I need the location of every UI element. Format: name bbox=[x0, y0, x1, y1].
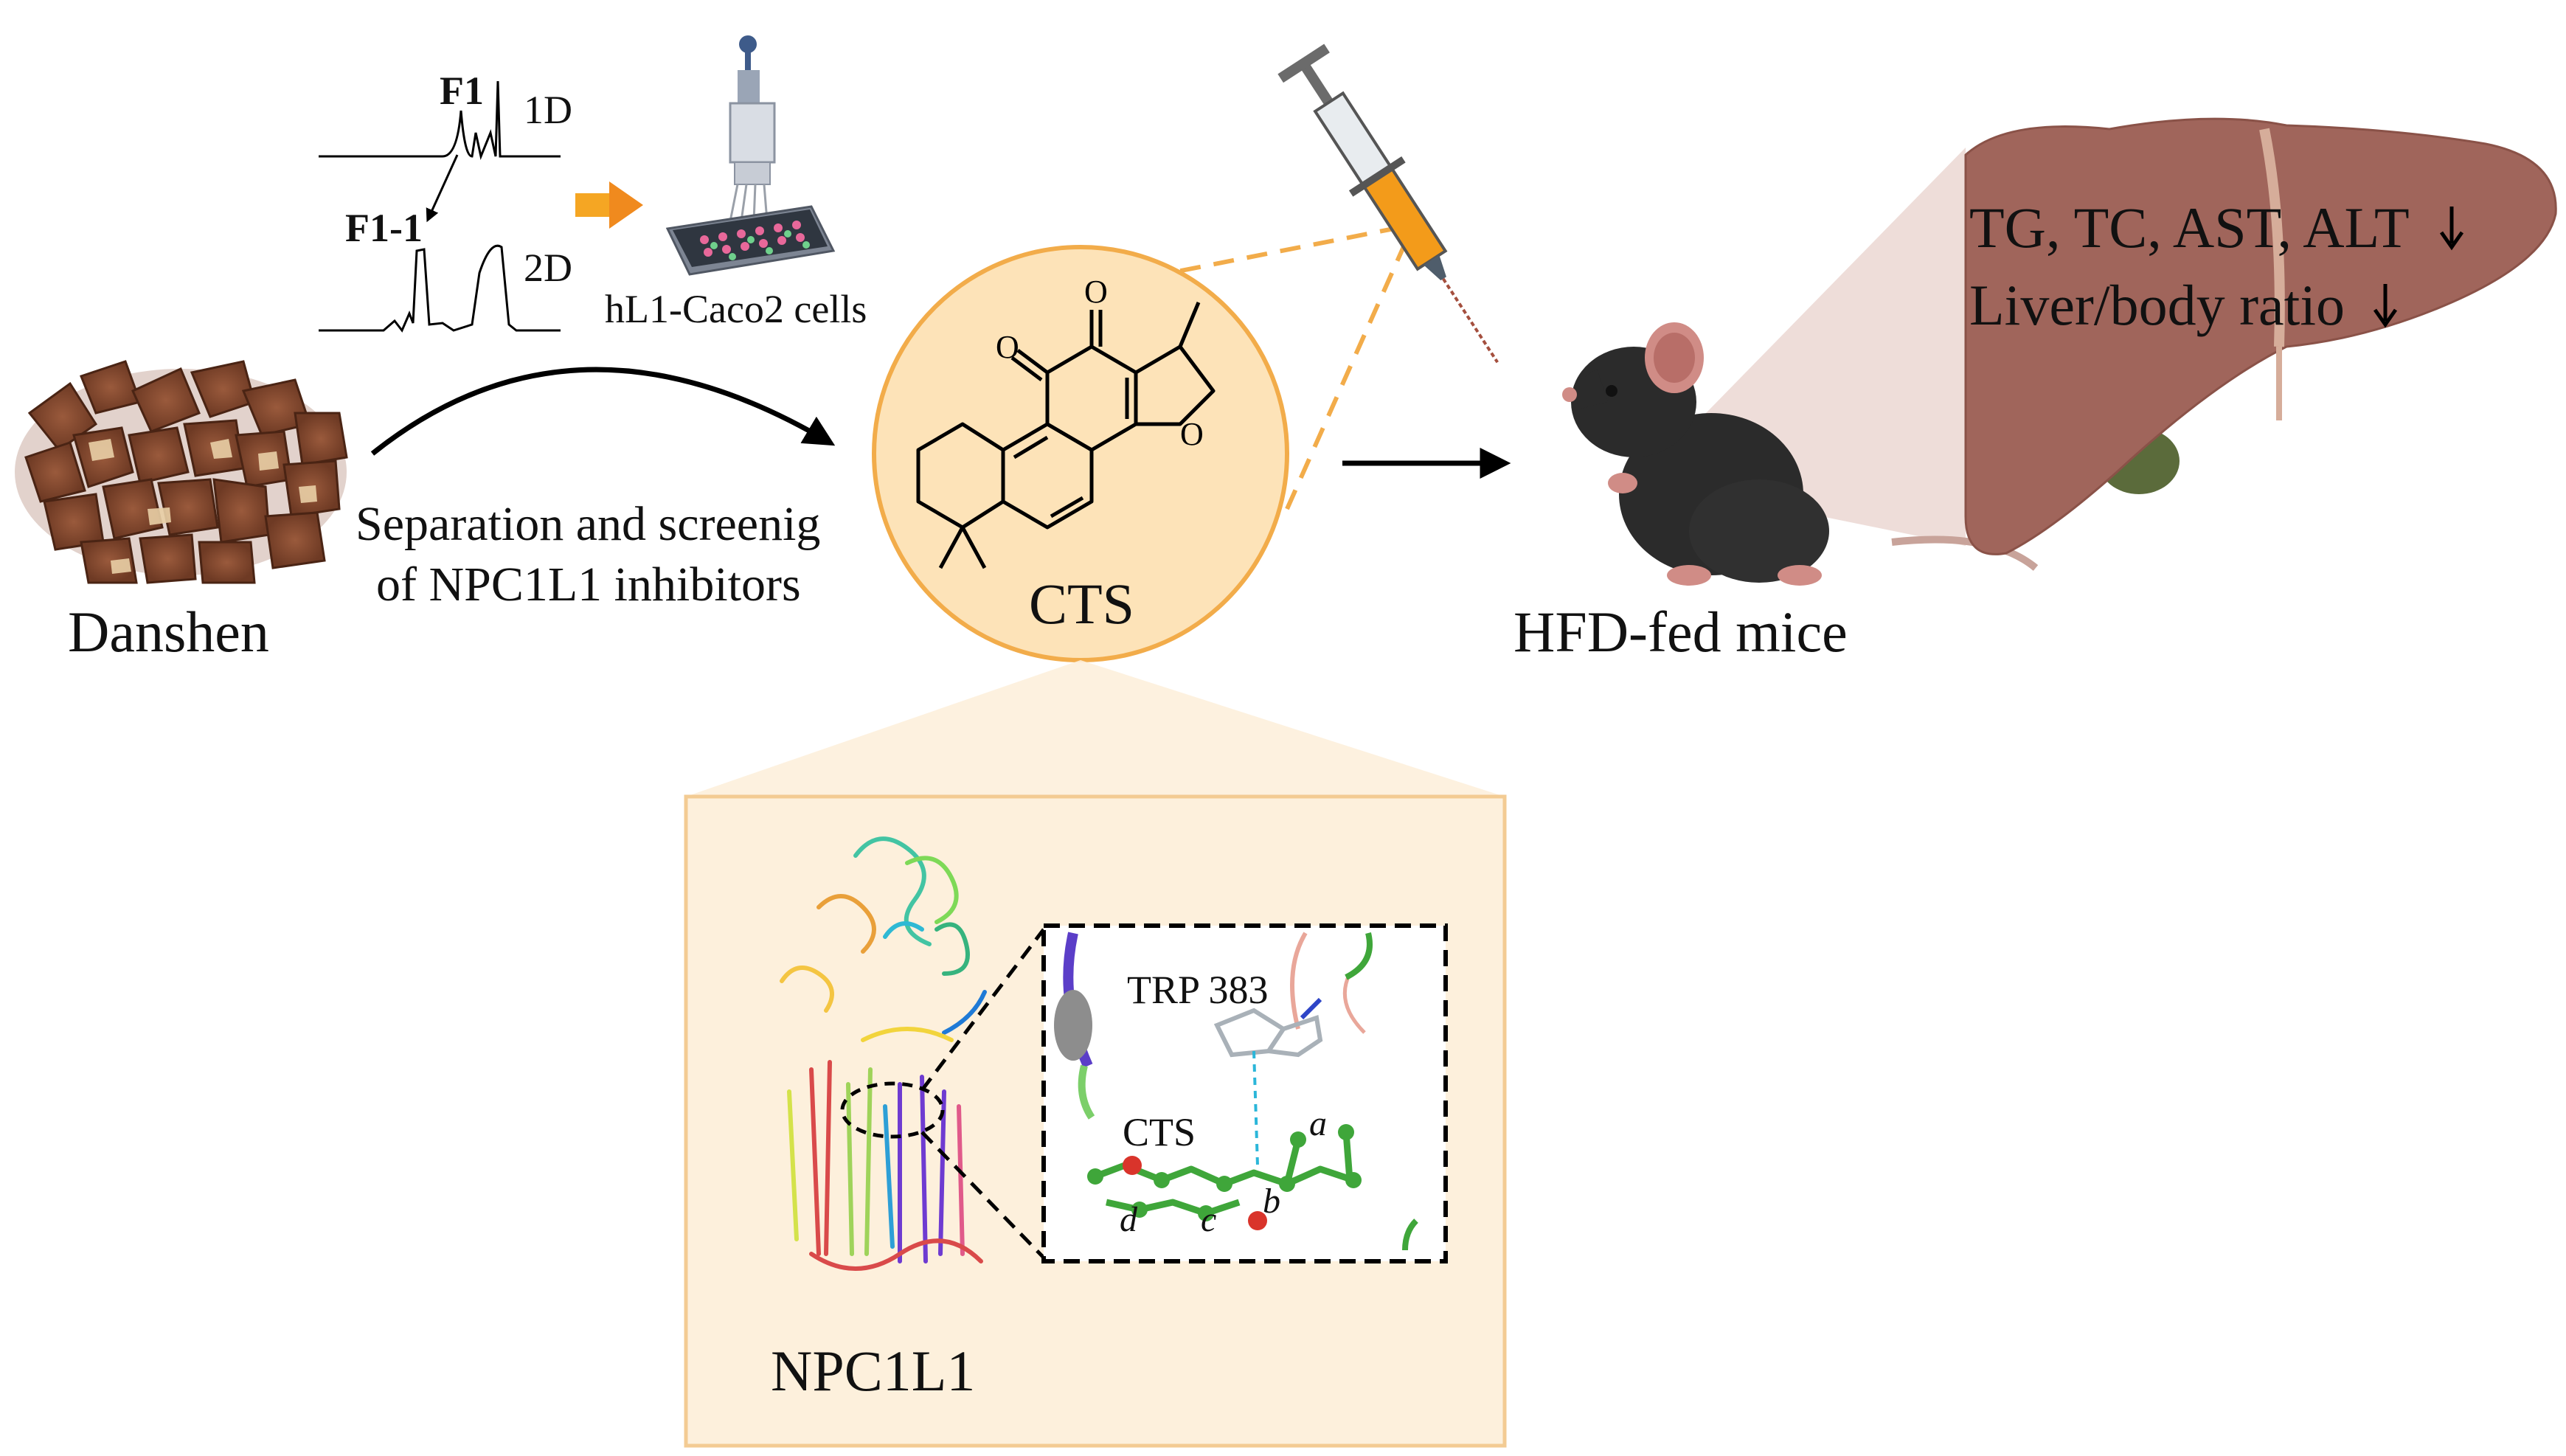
orange-arrow bbox=[575, 181, 643, 229]
mice-label: HFD-fed mice bbox=[1513, 600, 1848, 664]
process-arrow bbox=[370, 367, 836, 456]
liver-icon bbox=[1964, 117, 2557, 555]
spectrum-1d-peak-label: F1 bbox=[440, 69, 484, 113]
process-label-line2: of NPC1L1 inhibitors bbox=[376, 558, 801, 611]
process-label-line1: Separation and screenig bbox=[356, 497, 821, 551]
svg-text:O: O bbox=[1180, 416, 1204, 452]
syringe-icon bbox=[1277, 44, 1499, 364]
liver-ratio-label: Liver/body ratio bbox=[1969, 273, 2345, 337]
zoom-funnel bbox=[686, 660, 1505, 797]
spectrum-1d-dim-label: 1D bbox=[524, 88, 572, 132]
protein-label: NPC1L1 bbox=[771, 1339, 976, 1403]
ring-label-b: b bbox=[1263, 1182, 1280, 1221]
spectrum-link-arrow bbox=[426, 154, 459, 223]
cts-heteroatoms: O O O bbox=[996, 274, 1204, 452]
binding-site-marker bbox=[840, 1081, 945, 1139]
residue-label: TRP 383 bbox=[1127, 968, 1269, 1012]
compound-label: CTS bbox=[1029, 572, 1135, 636]
spectrum-1d bbox=[319, 80, 561, 161]
liver-markers-label: TG, TC, AST, ALT bbox=[1969, 195, 2410, 260]
cts-structure bbox=[916, 302, 1216, 569]
ring-label-c: c bbox=[1201, 1200, 1217, 1239]
danshen-herb-image bbox=[15, 360, 348, 584]
spectrum-2d-dim-label: 2D bbox=[524, 246, 572, 290]
zoom-guide-lines bbox=[920, 928, 1045, 1259]
cells-label: hL1-Caco2 cells bbox=[605, 287, 867, 331]
svg-text:O: O bbox=[1084, 274, 1108, 310]
cell-assay-icon bbox=[665, 35, 836, 276]
ring-label-d: d bbox=[1120, 1200, 1137, 1239]
spectrum-2d-peak-label: F1-1 bbox=[345, 206, 423, 250]
mouse-icon bbox=[1562, 322, 2039, 586]
svg-text:O: O bbox=[996, 329, 1019, 365]
docking-detail-content bbox=[1054, 932, 1418, 1251]
spectrum-2d bbox=[319, 244, 561, 333]
decrease-arrows bbox=[2373, 207, 2464, 328]
npc1l1-protein-structure bbox=[780, 836, 987, 1271]
ligand-label: CTS bbox=[1123, 1110, 1196, 1154]
danshen-label: Danshen bbox=[68, 600, 269, 664]
ring-label-a: a bbox=[1309, 1104, 1327, 1143]
